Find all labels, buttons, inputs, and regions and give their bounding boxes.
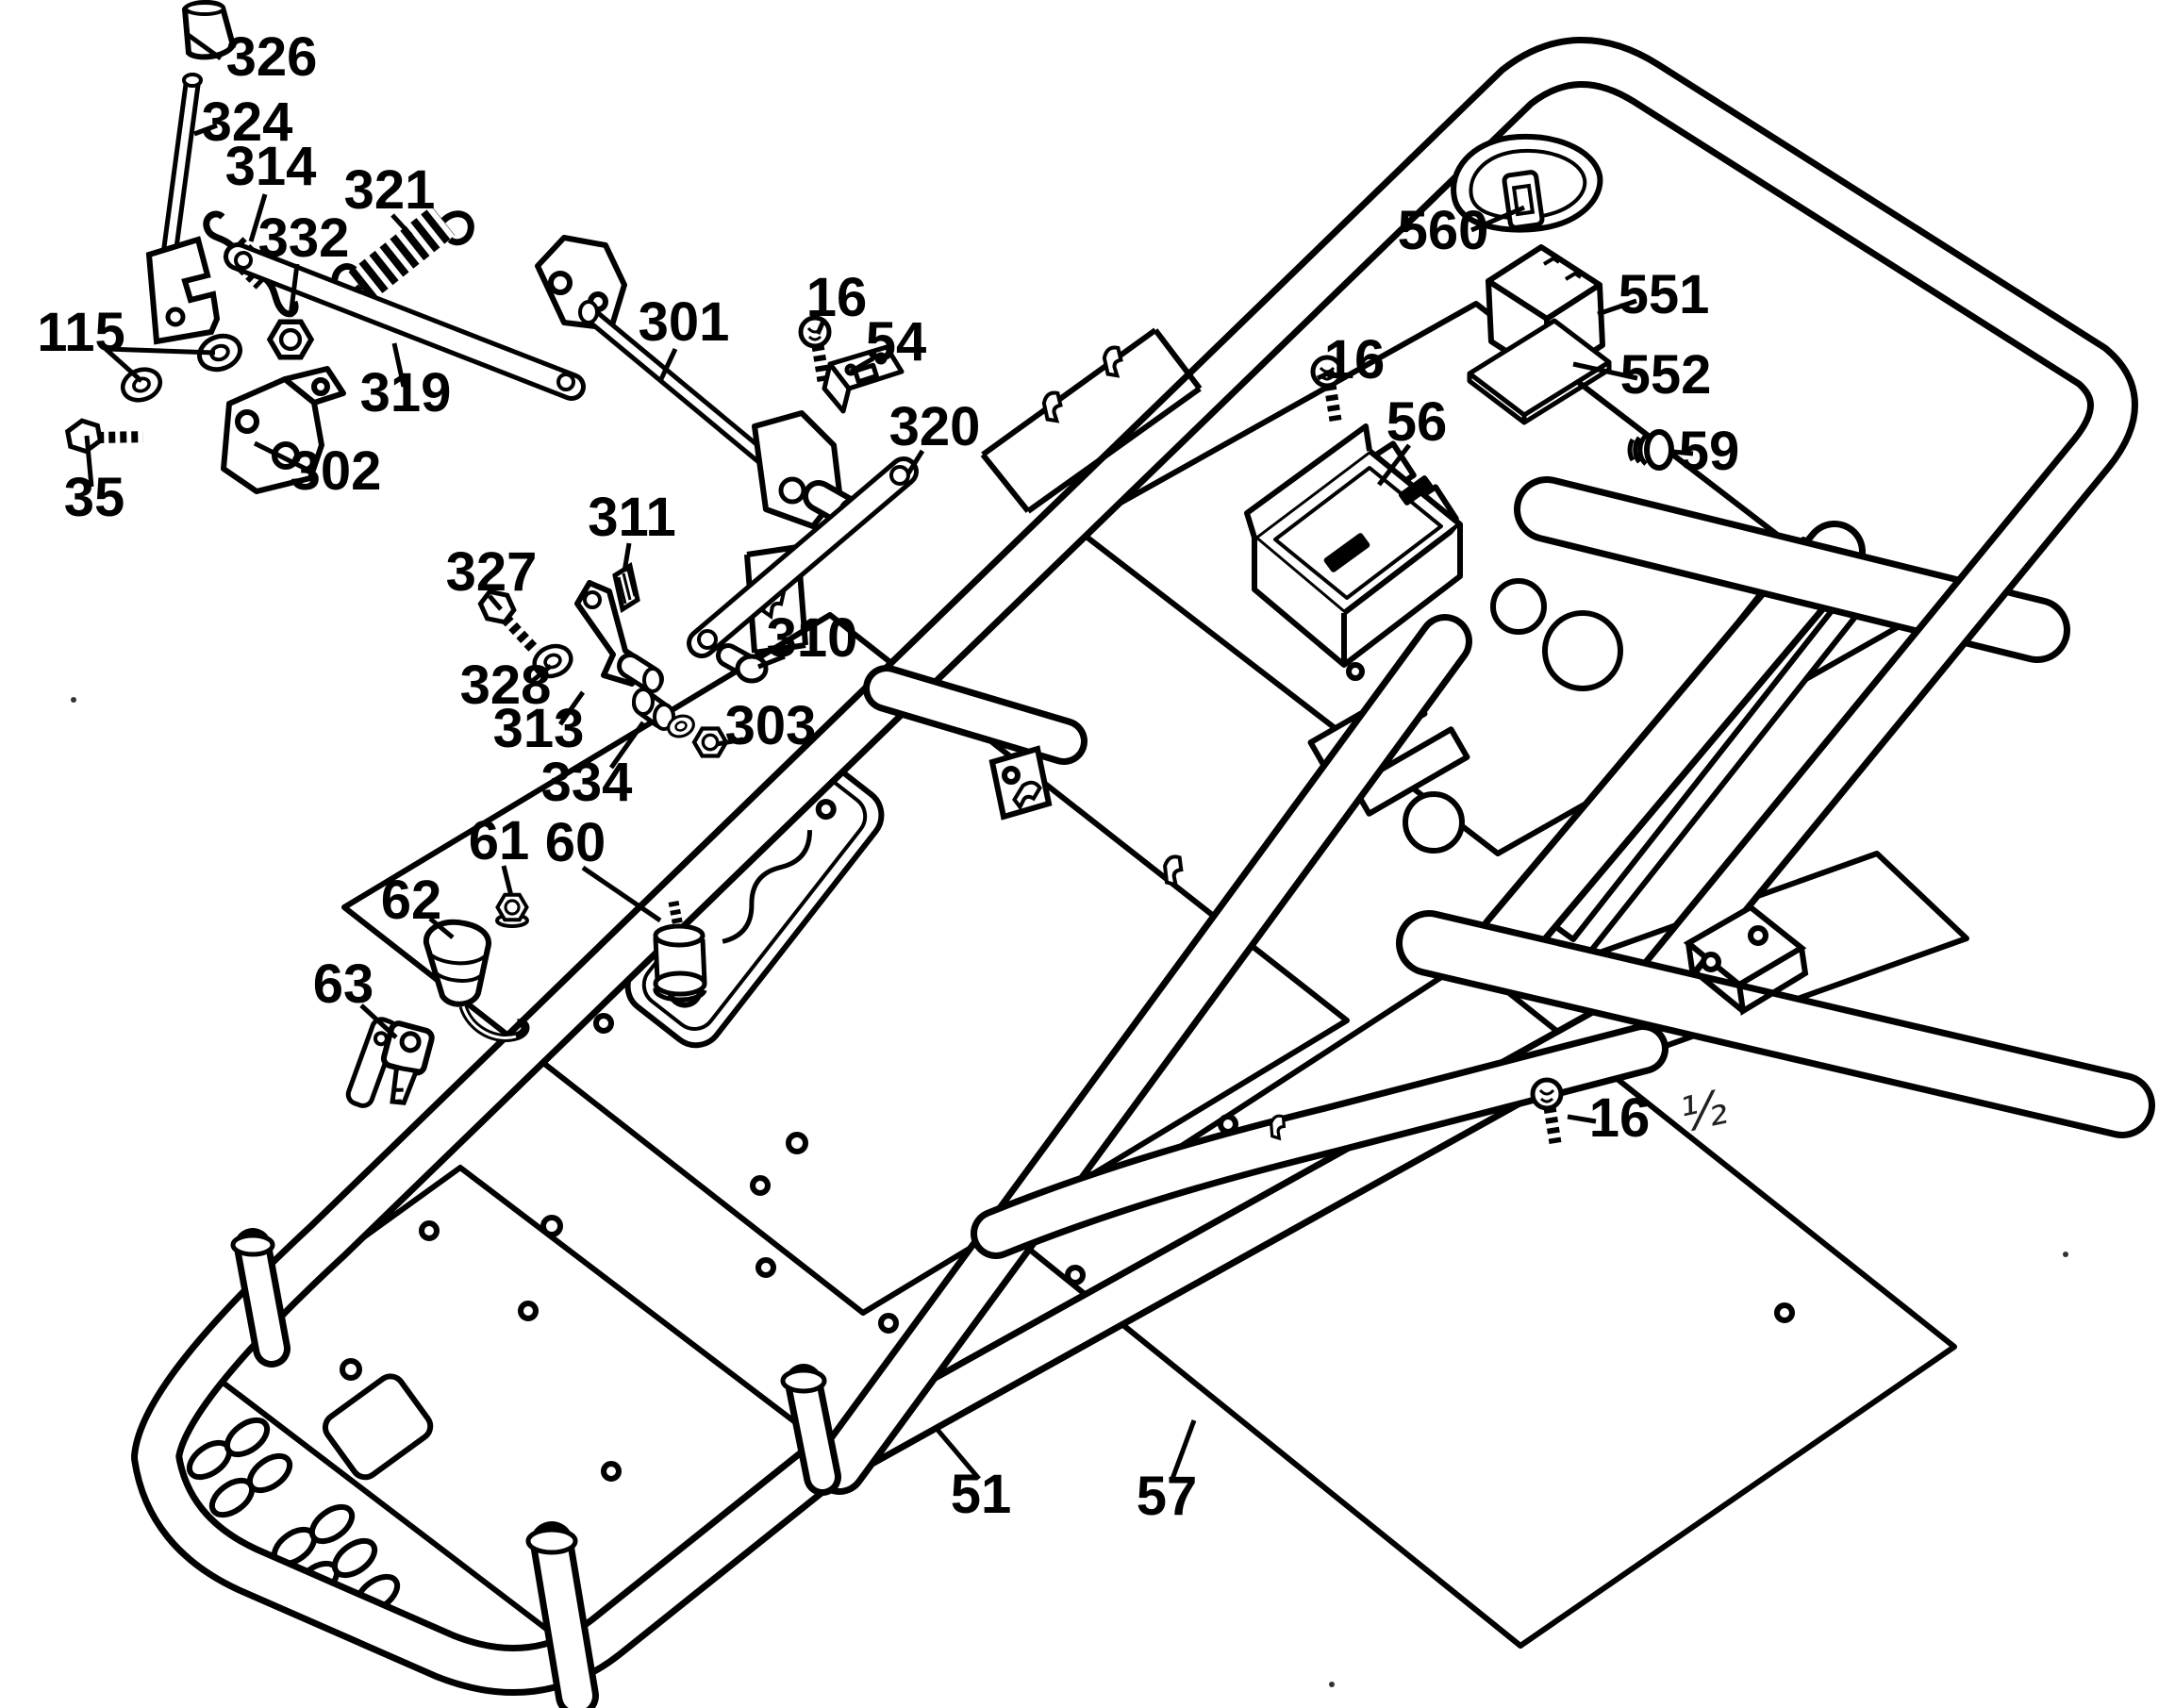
callout-label-328: 328 [460,655,552,716]
leader-line-324 [193,123,218,137]
callout-label-35: 35 [64,467,125,528]
callout-label-16-bottom: 16 [1589,1087,1651,1149]
hook-box-bracket [988,745,1053,821]
bracket-54 [822,344,905,414]
seat-back-tube [1478,521,1866,970]
bumper-tube [1396,910,2155,1138]
leader-line-319 [391,342,407,388]
leader-line-326 [185,31,223,61]
callout-label-321: 321 [344,159,436,221]
leader-line-321 [390,213,413,238]
leader-line-35 [84,435,94,488]
tray-56 [1244,423,1463,668]
speckles [71,697,2068,1687]
center-rail [812,614,1472,1495]
leader-line-302 [253,440,307,472]
boot-62 [423,919,530,1042]
leader-line-60 [581,865,662,923]
handwritten-note: ½ [1675,1080,1731,1143]
leader-line-16-mid [1316,368,1336,381]
leader-line-56 [1377,443,1411,487]
callout-label-326: 326 [226,26,318,88]
leader-line-313 [557,690,586,726]
callout-label-302: 302 [291,440,382,502]
leader-line-63 [359,1003,398,1039]
leader-line-328 [528,664,553,685]
hook-channel-upper [980,327,1203,514]
callout-label-310: 310 [767,607,858,669]
callout-label-551: 551 [1619,264,1710,325]
leader-line-16-bottom [1567,1114,1597,1124]
footplate-oval-holes [186,1220,622,1615]
callout-label-16-mid: 16 [1324,329,1386,390]
callout-label-115: 115 [37,302,125,363]
callout-label-54: 54 [866,311,927,373]
callout-label-314: 314 [225,136,317,197]
leader-line-311 [622,542,632,572]
callout-label-324: 324 [202,91,293,153]
nut-332 [270,322,311,357]
arm-313 [574,580,664,693]
plug-59 [1627,429,1674,471]
callout-label-313: 313 [493,698,585,759]
leader-line-51 [936,1428,981,1481]
leader-line-62 [428,917,455,939]
leader-line-301 [658,347,678,381]
link-320 [687,456,919,658]
footplate-details [322,1373,434,1481]
leader-line-310 [757,654,786,670]
bracket-301-upper [535,235,627,331]
nut-61 [495,892,529,928]
callout-label-332: 332 [258,207,350,269]
leader-line-16-top [815,317,827,336]
callout-label-320: 320 [889,396,981,457]
leader-line-314 [248,193,268,242]
callout-label-301: 301 [639,291,730,353]
leader-line-57 [1170,1419,1197,1480]
callout-label-62: 62 [381,870,442,931]
left-deck-holes [540,1013,899,1334]
callout-label-57: 57 [1137,1466,1198,1527]
leader-line-332 [288,263,300,318]
strap-560 [1451,133,1603,233]
callout-label-16-top: 16 [806,267,868,328]
leader-line-551 [1597,298,1637,317]
leader-line-560 [1470,205,1525,233]
main-frame-ring [131,36,2138,1696]
leader-line-54 [849,356,875,374]
callout-label-327: 327 [446,541,538,603]
leader-line-61 [501,865,514,897]
callout-label-59: 59 [1679,421,1740,482]
callout-label-334: 334 [541,752,633,813]
support-legs [230,1228,841,1708]
leader-line-59 [1672,449,1694,456]
callout-label-311: 311 [588,487,676,548]
callout-label-63: 63 [313,953,374,1015]
callout-label-560: 560 [1398,200,1489,261]
callout-label-552: 552 [1620,344,1712,406]
seat-box-bracket [1683,904,1809,1016]
stub-axle-tube [863,665,1088,765]
callout-label-56: 56 [1386,391,1448,453]
callout-label-319: 319 [360,362,452,423]
bushing-334 [632,688,675,731]
pin-310 [716,643,769,684]
leader-line-334 [608,721,646,770]
callout-label-61: 61 [469,810,530,871]
branch-rail [971,1023,1669,1259]
leader-line-115 [105,346,216,356]
leader-line-327 [488,594,503,611]
callout-label-51: 51 [951,1464,1012,1525]
callout-label-303: 303 [725,695,817,756]
lever-324 [145,73,221,345]
knob-326 [181,0,237,60]
leader-line-320 [905,449,925,475]
leader-line-303 [716,737,744,747]
leader-line-552 [1572,361,1638,381]
leader-line-115 [104,347,143,383]
mount-60 [653,900,707,1003]
callout-label-60: 60 [545,812,606,873]
